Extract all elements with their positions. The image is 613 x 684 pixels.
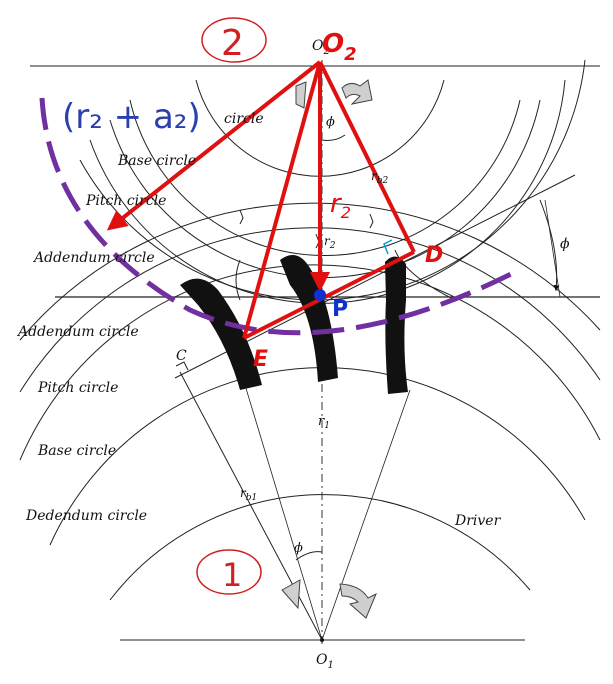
red-lines <box>106 60 416 340</box>
gear-2-number: 2 <box>221 23 244 64</box>
label-dedendum-circle: Dedendum circle <box>25 508 147 524</box>
gear2-outer-circle-2 <box>79 59 586 301</box>
label-d: D <box>425 243 443 268</box>
hand-formula-r2-plus-a2: (r₂ + a₂) <box>62 97 201 137</box>
rotation-arrow-top-right <box>341 79 373 105</box>
rotation-arrow-top-left <box>295 81 307 109</box>
label-addendum-circle-top: Addendum circle <box>32 250 155 266</box>
point-o1 <box>320 638 324 642</box>
tooth-left <box>180 278 262 390</box>
label-o1: O1 <box>316 652 334 671</box>
gear1-dedendum-circle <box>49 367 586 546</box>
label-circle-partial: circle <box>224 111 264 127</box>
label-r2-small: r2 <box>324 234 336 251</box>
label-pitch-circle-top: Pitch circle <box>85 193 166 209</box>
phi-arc-bottom <box>295 551 323 561</box>
purple-dashed-circle <box>39 97 517 336</box>
gear-1-number: 1 <box>222 556 242 594</box>
r1-left-line <box>244 384 323 641</box>
tick-3 <box>369 213 374 229</box>
label-base-circle-top: Base circle <box>117 153 196 169</box>
label-base-circle-bottom: Base circle <box>37 443 116 459</box>
tick-4 <box>235 259 241 301</box>
label-o2-red: O2 <box>322 29 357 65</box>
d-right-angle <box>383 239 393 255</box>
tooth-right <box>385 256 408 394</box>
rb1-line <box>179 371 323 641</box>
rotation-arrows <box>281 79 377 619</box>
label-phi-top: ϕ <box>326 115 335 130</box>
label-rb2: rb2 <box>371 169 389 186</box>
red-line-e-d <box>243 250 415 340</box>
label-addendum-circle-bottom: Addendum circle <box>16 324 139 340</box>
label-p: P <box>332 297 348 322</box>
tick-1 <box>239 209 244 225</box>
gear1-inner-circle <box>109 494 531 601</box>
label-o2-black: O2 <box>312 38 330 57</box>
gear1-addendum-circle <box>19 202 601 341</box>
label-pitch-circle-bottom: Pitch circle <box>37 380 118 396</box>
rotation-arrow-bottom-right <box>339 583 377 619</box>
label-r1: r1 <box>318 414 330 431</box>
rotation-arrow-bottom-left <box>281 579 301 610</box>
pitch-point-p <box>314 289 326 301</box>
gear1-pitch-circle <box>19 227 601 393</box>
r1-right-line <box>321 389 411 641</box>
phi-arc-top <box>321 134 346 141</box>
label-phi-bottom: ϕ <box>294 541 303 556</box>
gear-2-circle-mark <box>201 17 267 63</box>
label-phi-right: ϕ <box>560 236 570 252</box>
label-f: F <box>389 265 399 279</box>
gear2-addendum-circle <box>109 99 541 279</box>
gear2-outer-circle <box>89 79 566 304</box>
gear-teeth <box>180 255 408 394</box>
red-line-o2-e <box>242 61 322 339</box>
tick-5 <box>394 249 456 301</box>
c-right-angle <box>175 361 189 371</box>
gear-1-circle-mark <box>196 549 262 595</box>
gear2-pitch-circle <box>129 99 521 257</box>
label-c: C <box>176 348 187 364</box>
phi-arc-right <box>539 199 560 292</box>
tooth-middle <box>280 255 338 382</box>
label-driver: Driver <box>454 513 502 529</box>
label-e: E <box>253 347 268 372</box>
label-r2-red: r2 <box>330 189 351 222</box>
red-line-o2-d <box>318 61 416 253</box>
label-rb1: rb1 <box>240 486 257 503</box>
gear2-circles <box>79 59 586 304</box>
phi-right-ref <box>544 199 561 298</box>
red-arrow-r2-plus-a2 <box>106 60 322 231</box>
